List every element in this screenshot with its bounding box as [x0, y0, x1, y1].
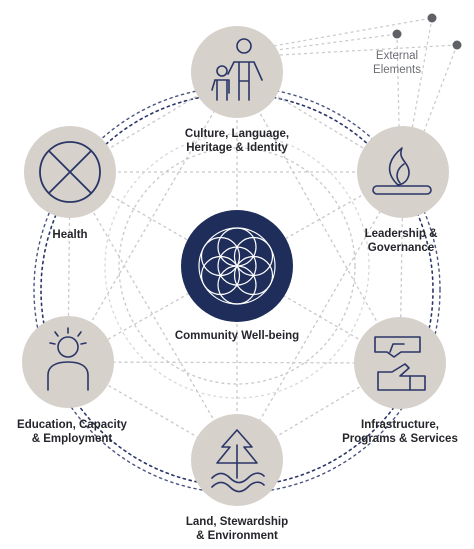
external-label-line2: Elements: [373, 64, 421, 76]
node-land: [191, 414, 283, 506]
label-infrastructure-line2: Programs & Services: [342, 432, 458, 445]
tree-water-icon: [211, 429, 265, 493]
label-health: Health: [36, 229, 104, 243]
external-dots: [392, 13, 462, 50]
person-idea-icon: [47, 327, 89, 391]
label-leadership-line1: Leadership &: [364, 228, 438, 240]
node-health: [24, 126, 116, 218]
label-land: Land, Stewardship & Environment: [167, 516, 307, 543]
label-health-line1: Health: [52, 229, 88, 241]
label-education: Education, Capacity & Employment: [4, 419, 140, 446]
flower-of-life-icon: [198, 227, 276, 305]
node-education: [22, 316, 114, 408]
external-label-line1: External: [375, 50, 419, 62]
hands-icon: [374, 336, 426, 391]
label-education-line2: & Employment: [31, 432, 113, 445]
label-land-line2: & Environment: [196, 529, 278, 542]
label-land-line1: Land, Stewardship: [185, 516, 289, 528]
node-infrastructure: [354, 317, 446, 409]
center-node: [181, 210, 293, 322]
external-elements-label: External Elements: [360, 49, 434, 77]
medicine-wheel-icon: [39, 141, 101, 203]
label-culture-line2: Heritage & Identity: [186, 141, 288, 154]
label-infrastructure: Infrastructure, Programs & Services: [330, 419, 470, 446]
label-leadership: Leadership & Governance: [346, 228, 456, 255]
label-infrastructure-line1: Infrastructure,: [361, 419, 439, 431]
parent-child-icon: [211, 38, 263, 101]
flame-icon: [372, 147, 432, 195]
center-label: Community Well-being: [174, 330, 300, 342]
label-culture-line1: Culture, Language,: [184, 128, 290, 140]
node-culture: [191, 26, 283, 118]
label-leadership-line2: Governance: [367, 241, 435, 254]
label-education-line1: Education, Capacity: [17, 419, 127, 431]
label-culture: Culture, Language, Heritage & Identity: [162, 128, 312, 155]
node-leadership: [357, 126, 449, 218]
